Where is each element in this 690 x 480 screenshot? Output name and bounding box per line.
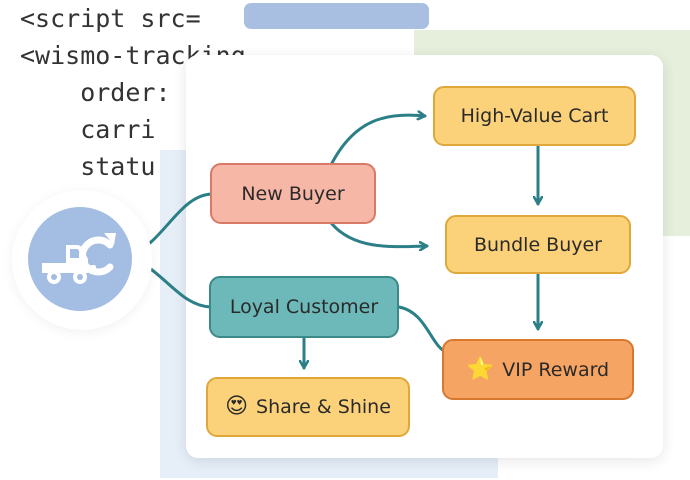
- heart-eyes-emoji-icon: 😍: [225, 394, 249, 419]
- node-high-value-cart: High-Value Cart: [433, 86, 636, 146]
- node-bundle-buyer: Bundle Buyer: [445, 215, 631, 274]
- code-line-5: statu: [20, 152, 156, 181]
- link-new-buyer-to-high-value: [330, 115, 427, 165]
- node-share-and-shine: 😍 Share & Shine: [206, 377, 410, 437]
- code-line-4: carri: [20, 115, 156, 144]
- node-label: VIP Reward: [502, 358, 610, 381]
- script-url-placeholder: [244, 3, 429, 29]
- code-line-3: order:: [20, 78, 171, 107]
- star-icon: ⭐: [466, 356, 495, 382]
- node-label: Loyal Customer: [229, 296, 379, 318]
- node-label: Share & Shine: [256, 396, 391, 418]
- link-new-buyer-to-bundle: [330, 222, 429, 247]
- node-label: Bundle Buyer: [473, 233, 602, 256]
- node-loyal-customer: Loyal Customer: [209, 276, 399, 338]
- node-label: New Buyer: [241, 182, 345, 205]
- node-vip-reward: ⭐ VIP Reward: [442, 339, 634, 400]
- link-loyal-to-vip: [397, 305, 446, 353]
- node-new-buyer: New Buyer: [210, 163, 376, 224]
- code-line-1: <script src=: [20, 4, 201, 33]
- delivery-truck-refresh-icon: [42, 233, 116, 284]
- node-label: High-Value Cart: [460, 105, 609, 127]
- hub-circle: [28, 207, 132, 311]
